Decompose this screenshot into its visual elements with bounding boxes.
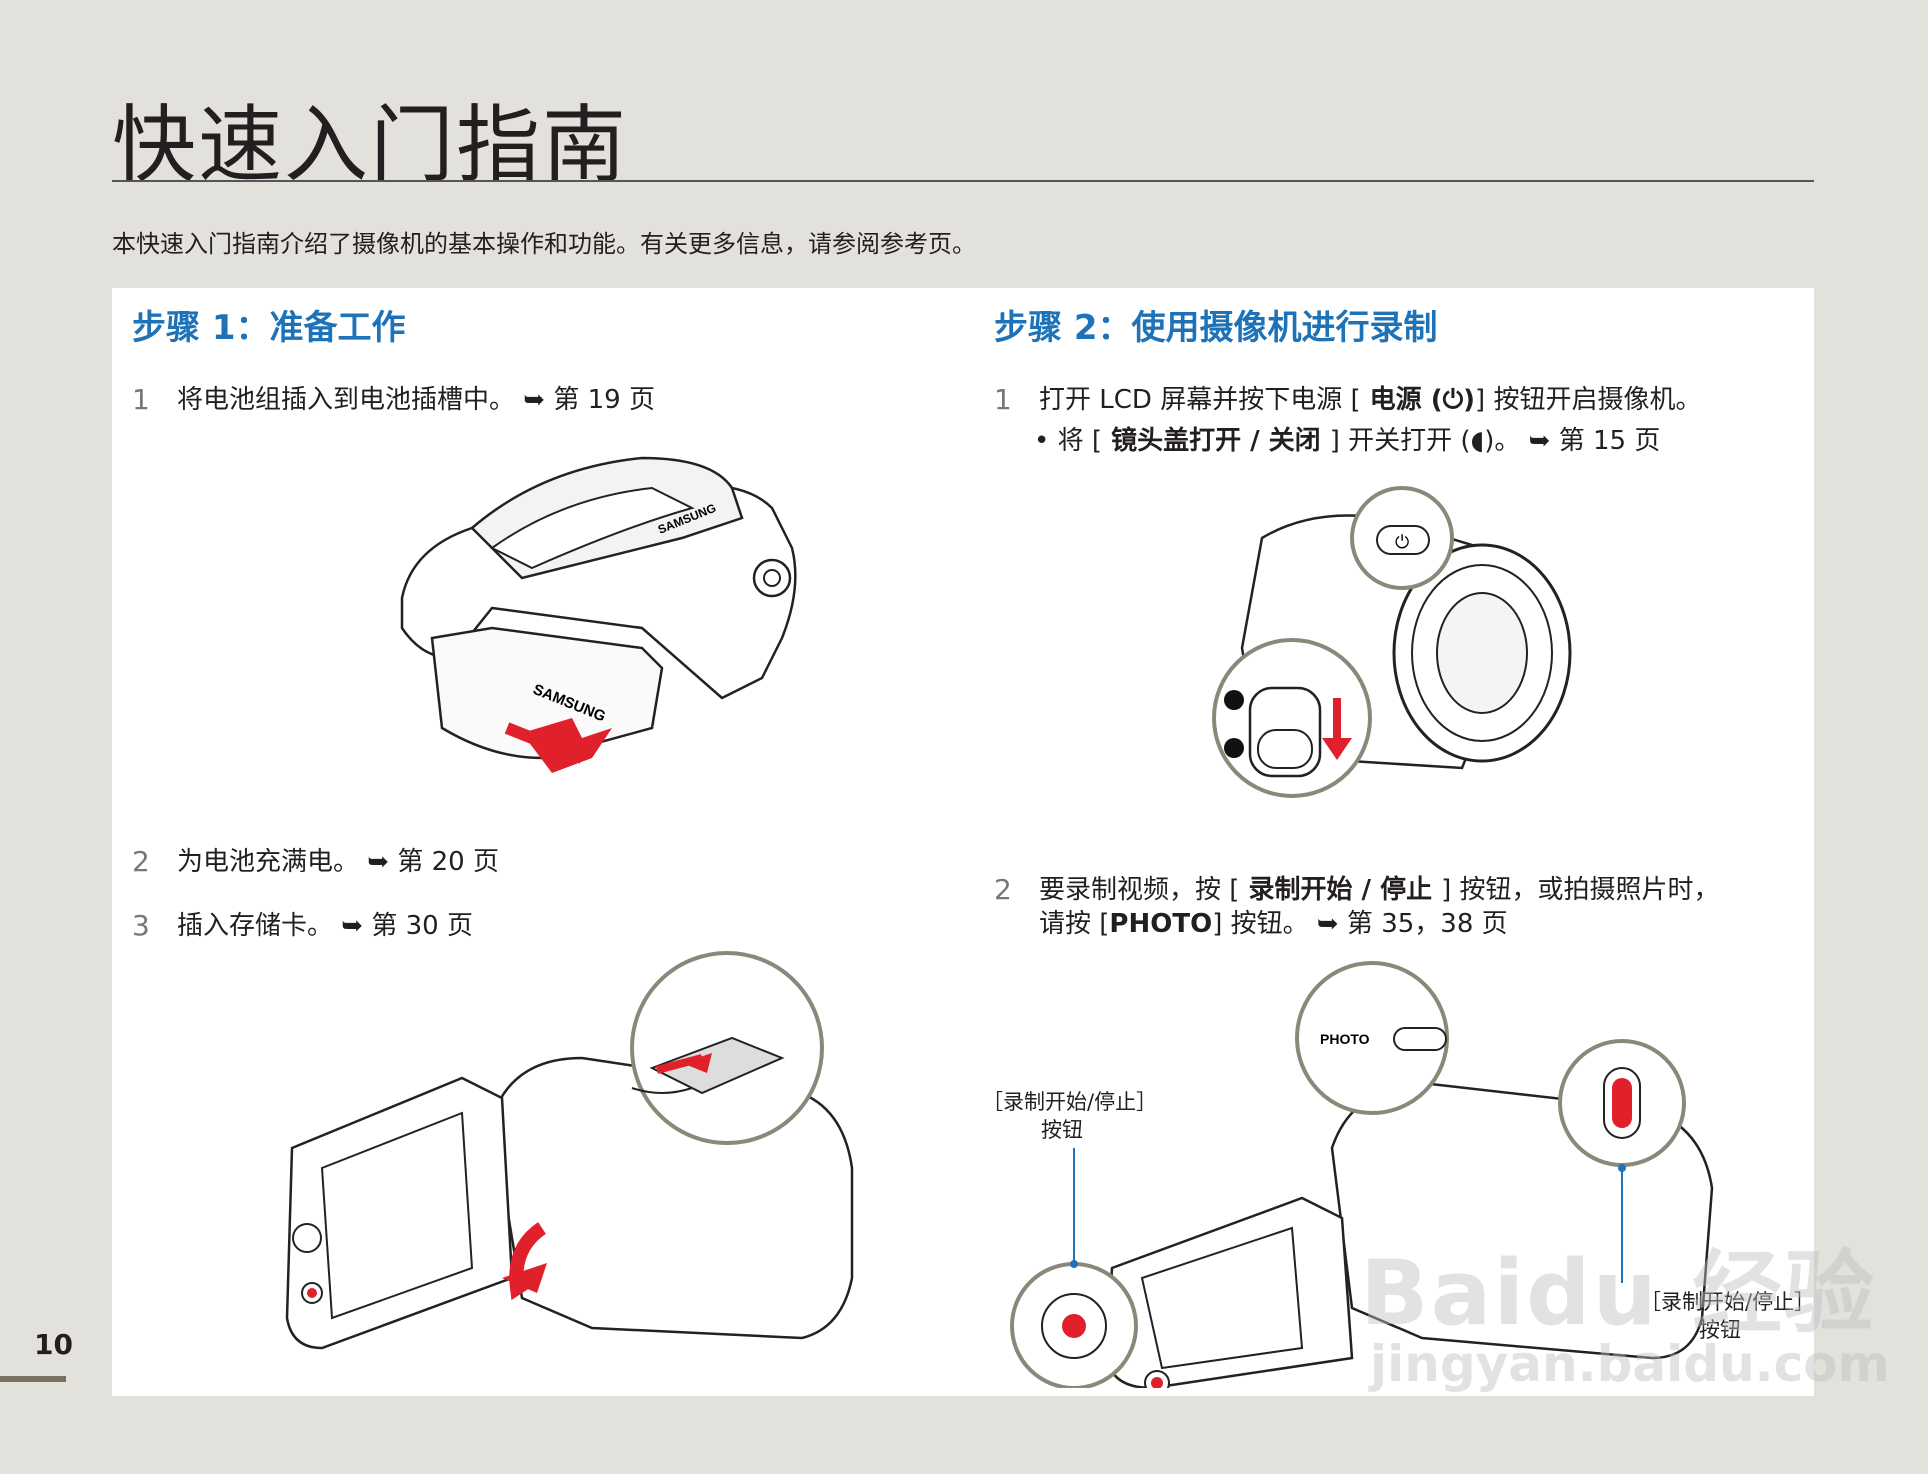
lens-open-icon xyxy=(1224,738,1244,758)
right-rec-caption: ［录制开始/停止］ 按钮 xyxy=(1640,1288,1816,1344)
step2-item-2: 2 要录制视频，按 [ 录制开始 / 停止 ] 按钮，或拍摄照片时， 请按 [P… xyxy=(994,872,1814,952)
step2-heading: 步骤 2：使用摄像机进行录制 xyxy=(994,308,1438,348)
power-icon: ⏻ xyxy=(1395,532,1409,553)
item-text-post-2: ] 按钮。 xyxy=(1212,909,1309,939)
item-text: 插入存储卡。 xyxy=(177,911,334,941)
page-title: 快速入门指南 xyxy=(112,96,629,194)
item-text-pre: 要录制视频，按 [ xyxy=(1039,875,1240,905)
caption-line-1: ［录制开始/停止］ xyxy=(982,1090,1158,1114)
page-ref-link[interactable]: ➥ 第 15 页 xyxy=(1528,426,1661,456)
item-text-post: ] 按钮开启摄像机。 xyxy=(1475,385,1702,415)
bullet-text-pre: • 将 [ xyxy=(1034,426,1103,456)
item-number: 1 xyxy=(132,383,150,416)
caption-line-2: 按钮 xyxy=(1699,1318,1741,1342)
page-ref-link[interactable]: ➥ 第 30 页 xyxy=(341,911,473,941)
bullet-text-post: ] 开关打开 (◖)。 xyxy=(1329,426,1521,456)
memory-card-illustration xyxy=(285,951,854,1350)
item-text-post: ] 按钮，或拍摄照片时， xyxy=(1441,875,1720,905)
caption-line-2: 按钮 xyxy=(1041,1118,1083,1142)
record-illustration: PHOTO xyxy=(1010,961,1714,1388)
item-number: 3 xyxy=(132,909,150,942)
page-number-bar xyxy=(0,1376,66,1382)
power-on-illustration: ⏻ xyxy=(1212,486,1572,798)
battery-insert-illustration: SAMSUNG SAMSUNG xyxy=(400,456,797,773)
rec-key-label: 录制开始 / 停止 xyxy=(1239,875,1442,905)
item-number: 1 xyxy=(994,383,1012,416)
intro-text: 本快速入门指南介绍了摄像机的基本操作和功能。有关更多信息，请参阅参考页。 xyxy=(112,230,976,258)
lens-closed-icon xyxy=(1224,690,1244,710)
watermark-url: jingyan.baidu.com xyxy=(1370,1335,1890,1393)
step2-item-1: 1 打开 LCD 屏幕并按下电源 [ 电源 (⏻)] 按钮开启摄像机。 xyxy=(994,382,1794,422)
watermark-logo: Baidu 经验 xyxy=(1360,1241,1877,1346)
content-panel: 步骤 1：准备工作 1 将电池组插入到电池插槽中。 ➥ 第 19 页 SAMSU… xyxy=(112,288,1816,1396)
page-ref-link[interactable]: ➥ 第 20 页 xyxy=(367,847,499,877)
item-number: 2 xyxy=(994,873,1012,906)
page-ref-link[interactable]: ➥ 第 19 页 xyxy=(523,385,655,415)
rec-side-button-icon xyxy=(1612,1078,1632,1128)
step1-heading: 步骤 1：准备工作 xyxy=(132,308,406,348)
title-rule xyxy=(112,180,1814,182)
lens-cover-key-label: 镜头盖打开 / 关闭 xyxy=(1102,426,1330,456)
step2-bullet: • 将 [ 镜头盖打开 / 关闭 ] 开关打开 (◖)。 ➥ 第 15 页 xyxy=(1034,420,1660,457)
page-number: 10 xyxy=(34,1328,73,1361)
item-text-pre-2: 请按 [ xyxy=(1039,909,1110,939)
page-ref-link[interactable]: ➥ 第 35，38 页 xyxy=(1316,909,1508,939)
photo-key-label: PHOTO xyxy=(1109,909,1213,939)
caption-line-1: ［录制开始/停止］ xyxy=(1640,1290,1816,1314)
item-text: 为电池充满电。 xyxy=(177,847,360,877)
item-text-pre: 打开 LCD 屏幕并按下电源 [ xyxy=(1039,385,1361,415)
photo-label: PHOTO xyxy=(1320,1031,1370,1047)
left-rec-caption: ［录制开始/停止］ 按钮 xyxy=(982,1088,1158,1144)
step1-item-3: 3 插入存储卡。 ➥ 第 30 页 xyxy=(132,908,932,948)
item-text: 将电池组插入到电池插槽中。 xyxy=(177,385,516,415)
power-key-label: 电源 (⏻) xyxy=(1360,385,1476,415)
step1-item-1: 1 将电池组插入到电池插槽中。 ➥ 第 19 页 xyxy=(132,382,932,422)
item-number: 2 xyxy=(132,845,150,878)
step1-item-2: 2 为电池充满电。 ➥ 第 20 页 xyxy=(132,844,932,884)
rec-button-icon xyxy=(1062,1314,1086,1338)
